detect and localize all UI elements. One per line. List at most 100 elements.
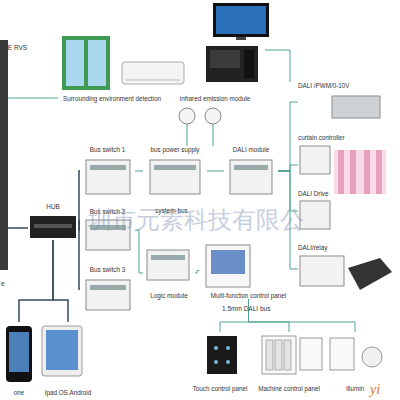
ac-vent: [126, 80, 180, 81]
bus-wire: [19, 240, 53, 322]
bus-wire: [207, 171, 224, 172]
bus-wire: [135, 171, 143, 172]
annotation-label: -5E RVS: [2, 44, 27, 51]
switch-panel: [300, 338, 322, 370]
device-node: Bus switch 2: [80, 208, 135, 252]
device-node: Surrounding environment detection: [58, 32, 166, 102]
module-device: [300, 201, 330, 229]
bus-wire: [249, 299, 290, 332]
device-label: DALI Drive: [298, 190, 343, 198]
device-label: bus power supply: [143, 146, 207, 154]
bus-wire: [53, 240, 68, 322]
device-node: Logic module: [143, 247, 195, 299]
tv: [213, 3, 269, 37]
curtain: [334, 150, 386, 194]
device-node: Bus switch 1: [80, 146, 135, 196]
panel-screen: [211, 250, 245, 274]
touch-key: [214, 346, 218, 350]
hub-ports: [34, 224, 72, 228]
device-label: Logic module: [143, 292, 195, 300]
device-label: HUB: [28, 203, 78, 211]
device-node: curtain controller: [298, 134, 388, 196]
bus-wire: [220, 299, 249, 332]
touch-panel: [207, 336, 237, 374]
curtain-fold: [338, 150, 344, 194]
air-conditioner: [122, 62, 184, 84]
button-panel: [262, 336, 296, 374]
panel-button: [266, 340, 273, 370]
curtain-fold: [376, 150, 382, 194]
curtain-fold: [350, 150, 356, 194]
device-label: Multi-function control panel: [199, 292, 298, 300]
module-device: [86, 160, 130, 194]
home-theater: [206, 46, 258, 82]
touch-key: [226, 346, 230, 350]
bus-wire: [78, 171, 80, 222]
device-node: one: [2, 322, 36, 396]
tablet-screen: [46, 330, 78, 370]
hub-device: [30, 216, 76, 238]
bus-wire: [249, 299, 356, 332]
device-node: bus power supply: [143, 146, 207, 196]
curtain-fold: [364, 150, 370, 194]
wire: [8, 98, 58, 99]
switch-panel: [330, 338, 354, 370]
wire: [213, 124, 214, 146]
device-label: Surrounding environment detection: [58, 95, 166, 103]
module-strip: [154, 165, 196, 170]
window-frame: [62, 36, 110, 90]
bus-wire: [278, 165, 298, 171]
light-panel: [348, 258, 392, 290]
speaker: [244, 50, 254, 78]
wire: [265, 50, 290, 82]
bus-wire: [278, 171, 298, 269]
bus-wire: [78, 222, 80, 231]
device-node: DALI Drive: [298, 190, 343, 232]
led-driver: [332, 96, 380, 118]
module-device: [300, 146, 330, 174]
phone: [6, 326, 32, 382]
device-node: Touch control panel: [186, 332, 254, 392]
module-device: [300, 256, 344, 286]
panel-button: [284, 340, 291, 370]
device-label: DALI module: [224, 146, 278, 154]
window-pane: [66, 40, 84, 86]
touch-key: [214, 360, 218, 364]
watermark: 圳市元素科技有限公: [88, 204, 304, 236]
phone-screen: [9, 332, 29, 372]
device-node: DALI module: [224, 146, 278, 196]
tv-screen: [216, 6, 266, 34]
device-node: Bus switch 3: [80, 266, 135, 312]
annotation-label: 1.5mm DALI bus: [222, 305, 270, 312]
module-strip: [90, 225, 126, 230]
module-device: [86, 220, 130, 250]
device-label: infrared emission module: [166, 95, 264, 103]
device-node: Ipad.OS.Android: [36, 322, 100, 396]
bus-wire: [78, 222, 80, 290]
device-label: Touch control panel: [186, 385, 254, 393]
device-label: Bus switch 1: [80, 146, 135, 154]
module-strip: [234, 165, 268, 170]
tablet: [42, 326, 82, 376]
device-label: curtain controller: [298, 134, 388, 142]
device-label: Illumin: [324, 385, 386, 393]
device-node: Machine control panel: [254, 332, 324, 392]
device-node: infrared emission module: [166, 40, 264, 102]
module-device: [230, 160, 272, 194]
annotation-label: e: [1, 280, 5, 287]
device-label: Ipad.OS.Android: [36, 389, 100, 397]
module-device: [150, 160, 200, 194]
bus-wire: [278, 171, 298, 211]
device-label: DALI /PWM/0-10V: [298, 82, 384, 90]
module-device: [147, 250, 189, 280]
wire: [8, 227, 28, 229]
window-pane: [88, 40, 106, 86]
device-label: Bus switch 2: [80, 208, 135, 216]
touch-key: [226, 360, 230, 364]
rack-bar: [0, 40, 8, 270]
ceiling-sensor: [179, 108, 195, 124]
module-strip: [90, 165, 126, 170]
device-node: Illumin: [324, 332, 386, 392]
